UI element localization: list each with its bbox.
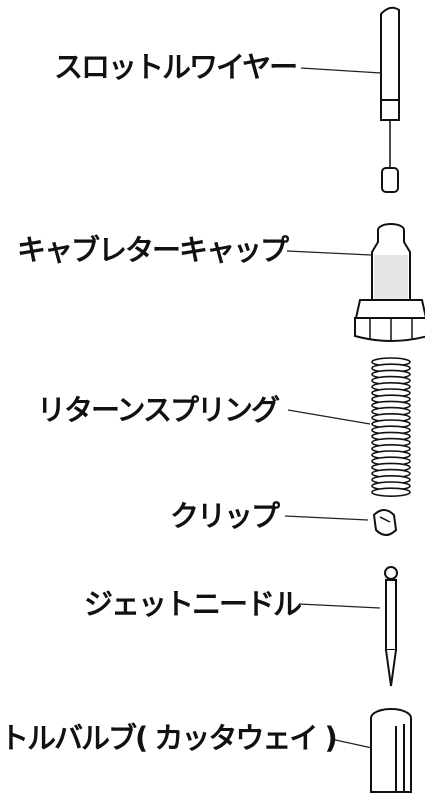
carburetor-cap-drawing [354,223,425,342]
return-spring-drawing [371,357,411,498]
label-carburetor-cap: キャブレターキャップ [17,233,289,267]
label-jet-needle: ジェットニードル [84,587,302,621]
spring-coil [371,487,411,498]
throttle-wire-drawing [380,6,400,193]
label-throttle-wire: スロットルワイヤー [54,50,298,84]
throttle-valve-drawing [370,708,412,793]
leader-line-throttle-valve [330,738,373,749]
leader-line-jet-needle [298,603,381,609]
label-return-spring: リターンスプリング [37,393,280,427]
leader-line-clip [284,515,369,521]
label-clip: クリップ [170,499,280,533]
jet-needle-drawing [384,566,398,687]
leader-line-throttle-wire [300,67,382,74]
label-throttle-valve: トルバルブ( カッタウェイ ) [0,721,338,755]
leader-line-carburetor-cap [286,250,372,256]
clip-drawing [372,509,398,536]
leader-line-return-spring [287,409,371,425]
